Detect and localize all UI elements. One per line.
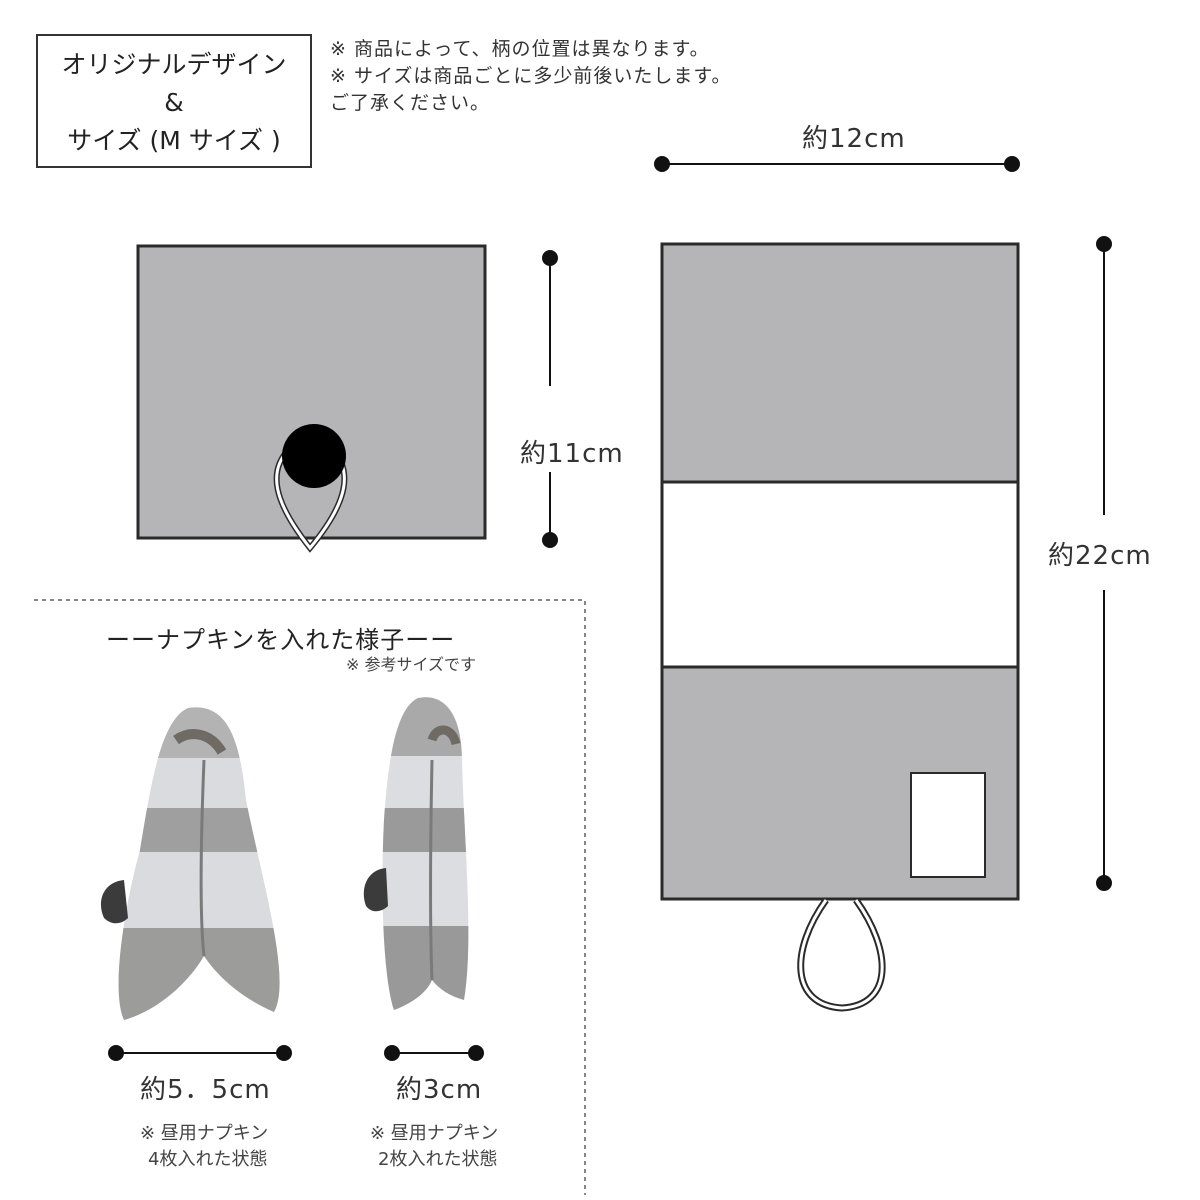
open-loop-cord-outer xyxy=(797,897,886,1012)
example-subheading: ※ 参考サイズです xyxy=(346,655,477,674)
photo-size-right: 約3cm xyxy=(396,1075,483,1105)
open-loop-cord-inner xyxy=(799,899,884,1010)
example-frame xyxy=(34,599,586,1195)
open-pouch-middle-panel xyxy=(660,480,1020,669)
dim-dot xyxy=(468,1045,484,1061)
open-height-dimension xyxy=(1096,236,1112,891)
folded-pouch-body xyxy=(136,244,487,540)
open-pouch xyxy=(660,242,1020,1012)
dim-label-folded-height: 約11cm xyxy=(520,439,624,469)
photo-note-right: ※ 昼用ナプキン 2枚入れた状態 xyxy=(370,1121,498,1173)
photo-note-right-line-1: ※ 昼用ナプキン xyxy=(370,1123,499,1144)
title-box: オリジナルデザイン & サイズ (M サイズ ) xyxy=(36,34,312,168)
notes-block: ※ 商品によって、柄の位置は異なります。 ※ サイズは商品ごとに多少前後いたしま… xyxy=(330,36,732,117)
pouch-ear xyxy=(363,868,388,912)
dim-dot xyxy=(542,532,558,548)
dim-dot xyxy=(1004,156,1020,172)
dim-dot xyxy=(1096,236,1112,252)
folded-pouch xyxy=(136,244,487,553)
pouch-ear xyxy=(100,880,128,924)
photo-dimension-right xyxy=(384,1045,484,1061)
dim-dot xyxy=(384,1045,400,1061)
width-dimension xyxy=(654,156,1020,172)
pouch-photo-4-napkins xyxy=(100,707,280,1020)
dim-dot xyxy=(654,156,670,172)
pouch-photo-2-napkins xyxy=(363,697,469,1010)
label-tag xyxy=(910,772,986,878)
open-pouch-top-panel xyxy=(660,242,1020,484)
folded-height-dimension xyxy=(542,250,558,548)
photo-note-left-line-2: 4枚入れた状態 xyxy=(148,1149,268,1170)
snap-button xyxy=(282,424,346,488)
dim-dot xyxy=(1096,875,1112,891)
title-line-3: サイズ (M サイズ ) xyxy=(67,126,281,155)
dim-label-width: 約12cm xyxy=(802,124,906,154)
note-line-3: ご了承ください。 xyxy=(330,92,491,114)
dim-dot xyxy=(276,1045,292,1061)
title-line-1: オリジナルデザイン xyxy=(61,50,287,79)
dim-dot xyxy=(542,250,558,266)
title-line-2: & xyxy=(164,88,184,117)
photo-note-right-line-2: 2枚入れた状態 xyxy=(378,1149,498,1170)
photo-dimension-left xyxy=(108,1045,292,1061)
note-line-2: ※ サイズは商品ごとに多少前後いたします。 xyxy=(330,65,732,87)
photo-note-left: ※ 昼用ナプキン 4枚入れた状態 xyxy=(140,1121,268,1173)
note-line-1: ※ 商品によって、柄の位置は異なります。 xyxy=(330,38,710,60)
example-heading: ーーナプキンを入れた様子ーー xyxy=(106,626,456,654)
photo-size-left: 約5．5cm xyxy=(140,1075,271,1105)
dim-dot xyxy=(108,1045,124,1061)
dim-label-open-height: 約22cm xyxy=(1048,541,1152,571)
loop-cord-inner xyxy=(275,446,346,551)
photo-note-left-line-1: ※ 昼用ナプキン xyxy=(140,1123,269,1144)
